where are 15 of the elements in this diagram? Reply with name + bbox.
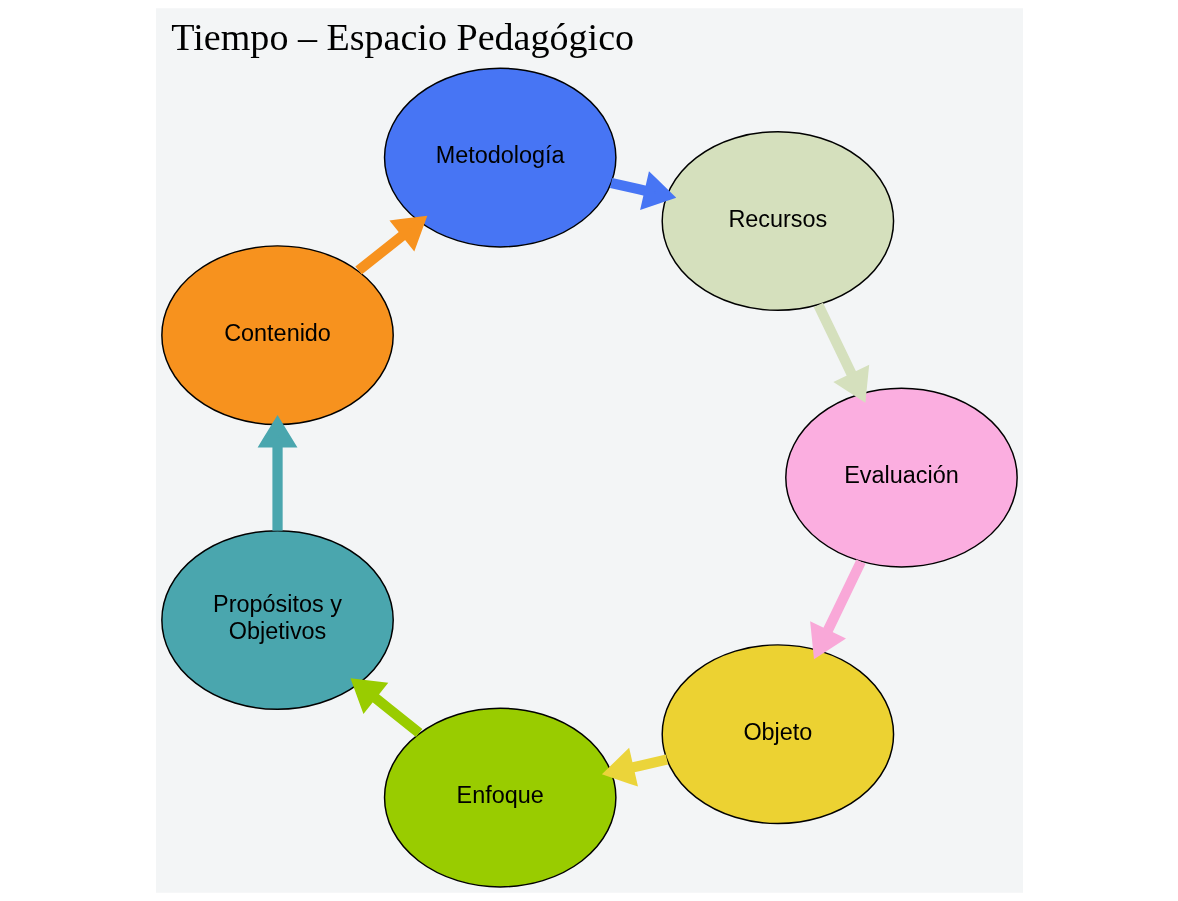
node-ellipse: Objeto bbox=[661, 644, 894, 825]
node-ellipse: Enfoque bbox=[383, 707, 617, 888]
node-ellipse: Metodología bbox=[383, 67, 617, 248]
node-ellipse: Contenido bbox=[160, 245, 394, 426]
arrow bbox=[609, 171, 676, 210]
node-ellipse: Recursos bbox=[661, 130, 894, 312]
diagram-title: Tiempo – Espacio Pedagógico bbox=[170, 16, 634, 59]
arrow bbox=[813, 302, 869, 403]
node-ellipse: Propósitos y Objetivos bbox=[160, 529, 394, 711]
node-ellipse: Evaluación bbox=[784, 387, 1018, 568]
arrow bbox=[257, 414, 297, 531]
arrow bbox=[601, 747, 668, 787]
arrow bbox=[809, 559, 866, 660]
arrow bbox=[349, 678, 422, 737]
arrow bbox=[354, 215, 427, 275]
